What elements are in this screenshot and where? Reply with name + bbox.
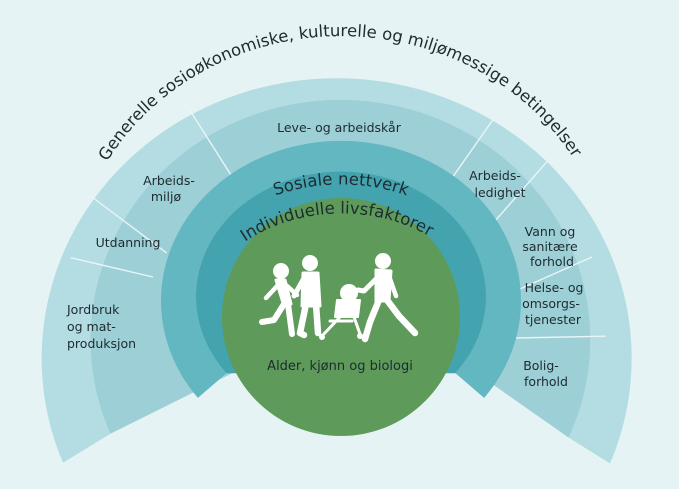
sector-utdanning: Utdanning <box>96 235 161 250</box>
outer-band <box>41 78 632 464</box>
family-walking-silhouette-icon <box>259 253 419 343</box>
sector-boligforhold: Bolig- forhold <box>523 358 568 389</box>
sector-leve-og-arbeidskar: Leve- og arbeidskår <box>277 120 402 135</box>
sector-jordbruk: Jordbruk og mat- produksjon <box>66 302 136 351</box>
social-network-ring <box>161 140 521 398</box>
sector-helse-og-omsorg: Helse- og omsorgs- tjenester <box>522 280 587 327</box>
core-label: Alder, kjønn og biologi <box>267 359 413 374</box>
sector-arbeidsmiljo: Arbeids- miljø <box>143 173 199 204</box>
sector-vann-og-sanitare: Vann og sanitære forhold <box>522 224 581 269</box>
sector-arbeidsledighet: Arbeids- ledighet <box>469 168 525 200</box>
